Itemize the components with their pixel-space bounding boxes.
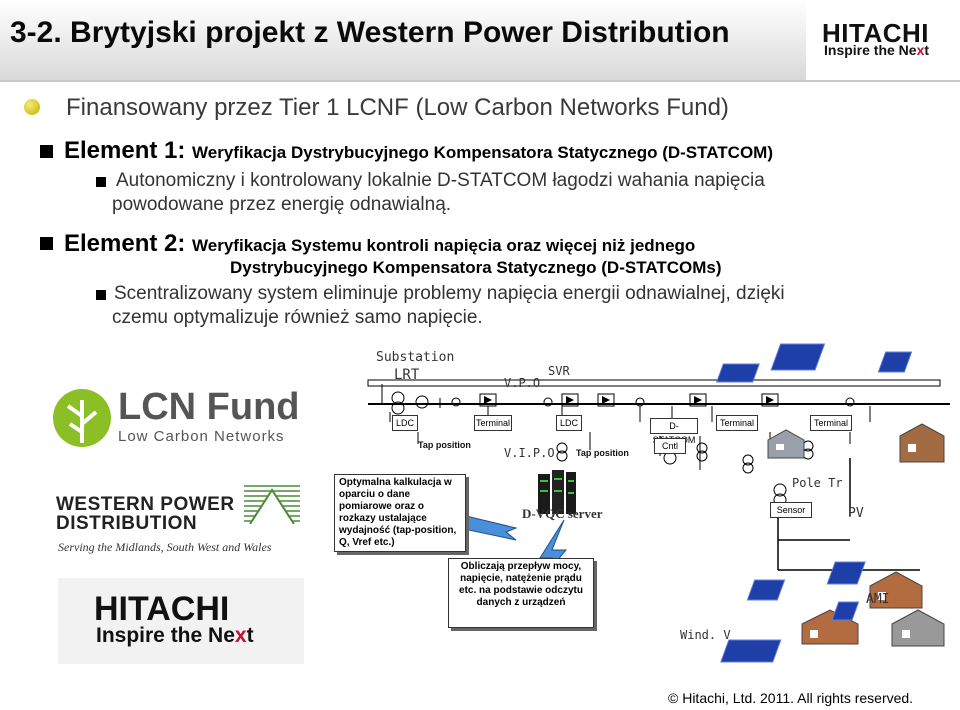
vipo-label: V.I.P.O xyxy=(504,446,555,460)
wpd-logo-line2: DISTRIBUTION xyxy=(56,513,198,534)
hitachi-logo-word-large: HITACHI xyxy=(94,590,230,628)
ami-label: AMI xyxy=(866,592,890,607)
square-bullet-icon xyxy=(96,290,106,300)
element1-detail-cont: powodowane przez energię odnawialną. xyxy=(112,194,452,215)
hitachi-logo-header xyxy=(806,0,960,80)
square-bullet-icon xyxy=(40,237,53,250)
terminal-box-2: Terminal xyxy=(716,415,758,431)
slide-header: 3-2. Brytyjski projekt z Western Power D… xyxy=(0,0,960,82)
cntl-box: Cntl xyxy=(654,438,686,454)
element1-detail: Autonomiczny i kontrolowany lokalnie D-S… xyxy=(116,170,765,191)
element2-heading: Element 2: Weryfikacja Systemu kontroli … xyxy=(64,230,696,257)
lcn-fund-subtitle: Low Carbon Networks xyxy=(118,428,285,445)
power-flow-note: Obliczają przepływ mocy, napięcie, natęż… xyxy=(448,558,594,628)
element2-detail: Scentralizowany system eliminuje problem… xyxy=(114,283,785,304)
funding-line: Finansowany przez Tier 1 LCNF (Low Carbo… xyxy=(66,94,729,121)
lrt-label: LRT xyxy=(394,367,420,383)
yellow-bullet-icon xyxy=(24,99,40,115)
terminal-box-1: Terminal xyxy=(474,415,512,431)
slide-title: 3-2. Brytyjski projekt z Western Power D… xyxy=(10,16,730,49)
lcn-fund-title: LCN Fund xyxy=(118,386,300,428)
vpo-label: V.P.O xyxy=(504,376,541,390)
wpd-tagline: Serving the Midlands, South West and Wal… xyxy=(58,540,272,554)
network-diagram xyxy=(367,343,950,663)
substation-label: Substation xyxy=(376,350,455,365)
hitachi-logo-tagline: Inspire the Next xyxy=(824,42,930,58)
hitachi-logo-panel xyxy=(58,578,304,664)
terminal-box-3: Terminal xyxy=(810,415,852,431)
ldc-box-1: LDC xyxy=(392,415,418,431)
square-bullet-icon xyxy=(96,177,106,187)
sensor-box: Sensor xyxy=(770,502,812,518)
wpd-logo-line1: WESTERN POWER xyxy=(56,494,235,515)
ldc-box-2: LDC xyxy=(556,415,582,431)
hitachi-logo-tagline-large: Inspire the Next xyxy=(96,624,254,647)
optimal-calculation-note: Optymalna kalkulacja w oparciu o dane po… xyxy=(334,474,466,552)
tap-position-label-1: Tap position xyxy=(418,440,471,450)
pole-tr-label: Pole Tr xyxy=(792,476,843,490)
tap-position-label-2: Tap position xyxy=(576,448,629,458)
square-bullet-icon xyxy=(40,145,53,158)
wpd-stripes-icon xyxy=(244,485,300,524)
copyright-footer: © Hitachi, Ltd. 2011. All rights reserve… xyxy=(668,690,914,706)
hitachi-logo-word: HITACHI xyxy=(822,18,930,48)
svr-label: SVR xyxy=(548,364,570,378)
lcn-leaf-icon xyxy=(53,389,111,447)
wind-label: Wind. V xyxy=(680,628,731,642)
dstatcom-box: D-STATCOM xyxy=(650,418,698,445)
element2-detail-cont: czemu optymalizuje również samo napięcie… xyxy=(112,307,483,328)
element2-heading-cont: Dystrybucyjnego Kompensatora Statycznego… xyxy=(230,258,722,277)
element1-heading: Element 1: Weryfikacja Dystrybucyjnego K… xyxy=(64,137,773,164)
pv-label: PV xyxy=(848,506,864,521)
dvqc-server-label: D-VQC server xyxy=(522,506,603,521)
